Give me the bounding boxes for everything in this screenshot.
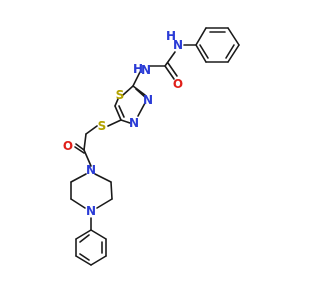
atom-n-urea-1: N	[173, 38, 183, 52]
atom-h-urea-2: H	[133, 62, 143, 76]
atom-labels: N H N H O S N N S O N N	[63, 29, 183, 218]
atom-o-ketone: O	[63, 139, 73, 153]
bonds	[70, 27, 240, 266]
atom-n-urea-2: N	[141, 63, 151, 77]
atom-o-urea: O	[173, 77, 183, 91]
atom-n-piperazine-top: N	[86, 163, 96, 177]
molecule-structure-diagram: N H N H O S N N S O N N	[63, 27, 240, 266]
atom-n-piperazine-bottom: N	[86, 204, 96, 218]
atom-h-urea-1: H	[166, 29, 176, 43]
atom-n-thiadiazole-right: N	[143, 93, 153, 107]
atom-s-thiadiazole: S	[116, 88, 125, 102]
atom-n-thiadiazole-left: N	[129, 116, 139, 130]
atom-s-thioether: S	[98, 119, 107, 133]
